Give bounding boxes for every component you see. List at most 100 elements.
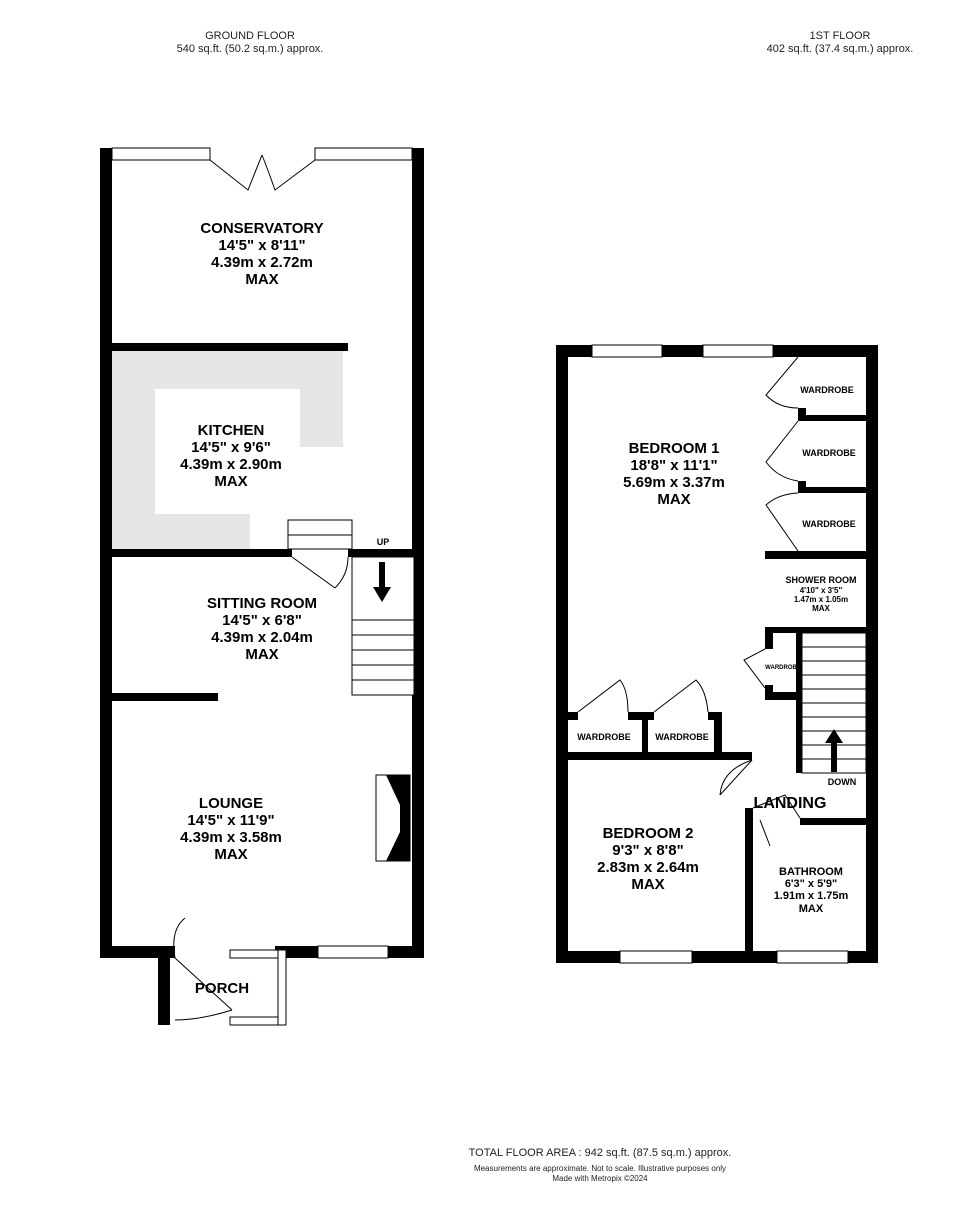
wall xyxy=(388,946,424,958)
first-floor-header: 1ST FLOOR 402 sq.ft. (37.4 sq.m.) approx… xyxy=(740,30,940,56)
door xyxy=(291,556,349,589)
landing-walls xyxy=(745,808,868,955)
room-size-imperial: 18'8" x 11'1" xyxy=(630,457,717,474)
room-size-imperial: 14'5" x 6'8" xyxy=(222,612,302,629)
room-size-metric: 5.69m x 3.37m xyxy=(623,474,725,491)
staircase xyxy=(351,556,415,696)
room-size-metric: 4.39m x 3.58m xyxy=(180,829,282,846)
wall xyxy=(112,343,348,351)
room-name: LOUNGE xyxy=(199,795,263,812)
up-label: UP xyxy=(377,537,390,547)
room-landing: LANDING xyxy=(754,795,827,812)
wall xyxy=(112,549,292,557)
room-bathroom: BATHROOM 6'3" x 5'9" 1.91m x 1.75m MAX xyxy=(774,866,849,915)
wall xyxy=(556,345,592,357)
ground-floor-title: GROUND FLOOR xyxy=(205,30,295,42)
wall xyxy=(773,345,878,357)
wardrobe-label-small: WARDROBE xyxy=(765,665,801,671)
room-size-metric: 4.39m x 2.90m xyxy=(180,456,282,473)
first-floor-plan xyxy=(556,344,878,964)
ground-floor-header: GROUND FLOOR 540 sq.ft. (50.2 sq.m.) app… xyxy=(150,30,350,56)
staircase xyxy=(801,632,867,774)
room-size-metric: 4.39m x 2.72m xyxy=(211,254,313,271)
bottom-walls xyxy=(556,951,878,963)
room-size-metric: 4.39m x 2.04m xyxy=(211,629,313,646)
room-porch: PORCH xyxy=(195,980,249,997)
wall xyxy=(348,549,424,557)
wardrobe-door xyxy=(765,356,799,552)
wardrobe-label: WARDROBE xyxy=(802,519,856,529)
disclaimer: Measurements are approximate. Not to sca… xyxy=(473,1164,727,1173)
porch-window xyxy=(229,949,279,959)
window xyxy=(317,945,389,959)
window xyxy=(591,344,663,358)
room-max: MAX xyxy=(245,271,278,288)
room-bedroom-2: BEDROOM 2 9'3" x 8'8" 2.83m x 2.64m MAX xyxy=(597,825,699,893)
window xyxy=(619,950,693,964)
porch-window xyxy=(277,949,287,1026)
room-size-imperial: 9'3" x 8'8" xyxy=(612,842,683,859)
window xyxy=(776,950,849,964)
first-floor-title: 1ST FLOOR xyxy=(809,30,871,42)
fireplace xyxy=(375,774,411,862)
room-size-imperial: 6'3" x 5'9" xyxy=(785,878,837,890)
credit: Made with Metropix ©2024 xyxy=(552,1174,648,1183)
room-size-imperial: 14'5" x 11'9" xyxy=(187,812,274,829)
first-floor-area: 402 sq.ft. (37.4 sq.m.) approx. xyxy=(766,43,914,55)
room-max: MAX xyxy=(812,604,830,613)
wardrobe-label: WARDROBE xyxy=(577,732,631,742)
room-lounge: LOUNGE 14'5" x 11'9" 4.39m x 3.58m MAX xyxy=(180,795,282,863)
wardrobe-label: WARDROBE xyxy=(802,448,856,458)
room-shower-room: SHOWER ROOM 4'10" x 3'5" 1.47m x 1.05m M… xyxy=(786,575,857,613)
room-name: SITTING ROOM xyxy=(207,595,317,612)
french-door xyxy=(209,154,316,191)
room-max: MAX xyxy=(657,491,690,508)
wall xyxy=(100,148,112,958)
wall xyxy=(100,946,175,958)
room-name: SHOWER ROOM xyxy=(786,575,857,585)
wall xyxy=(866,345,878,963)
room-max: MAX xyxy=(631,876,664,893)
door xyxy=(719,759,801,847)
room-name: BEDROOM 1 xyxy=(629,440,720,457)
room-conservatory: CONSERVATORY 14'5" x 8'11" 4.39m x 2.72m… xyxy=(200,220,323,288)
room-size-imperial: 14'5" x 8'11" xyxy=(218,237,305,254)
room-size-metric: 1.47m x 1.05m xyxy=(794,595,848,604)
room-max: MAX xyxy=(245,646,278,663)
ground-floor-area: 540 sq.ft. (50.2 sq.m.) approx. xyxy=(176,43,324,55)
arrow-up-icon xyxy=(825,729,843,743)
wardrobe-label: WARDROBE xyxy=(800,385,854,395)
wall xyxy=(556,345,568,963)
wardrobe-door xyxy=(577,679,709,713)
ground-floor-plan: UP xyxy=(100,147,424,1026)
down-label: DOWN xyxy=(828,777,857,787)
wall xyxy=(158,958,170,1025)
room-size-imperial: 4'10" x 3'5" xyxy=(800,586,843,595)
room-size-metric: 1.91m x 1.75m xyxy=(774,890,849,902)
room-max: MAX xyxy=(799,903,824,915)
room-bedroom-1: BEDROOM 1 18'8" x 11'1" 5.69m x 3.37m MA… xyxy=(623,440,725,508)
kitchen-counter xyxy=(112,351,343,549)
wardrobe-door xyxy=(743,648,766,689)
window xyxy=(702,344,774,358)
window xyxy=(314,147,413,161)
door xyxy=(173,917,233,1021)
arrow-down-icon xyxy=(373,587,391,602)
room-name: CONSERVATORY xyxy=(200,220,323,237)
porch-window xyxy=(229,1016,279,1026)
room-size-metric: 2.83m x 2.64m xyxy=(597,859,699,876)
room-name: KITCHEN xyxy=(198,422,265,439)
room-sitting-room: SITTING ROOM 14'5" x 6'8" 4.39m x 2.04m … xyxy=(207,595,317,663)
wardrobe-label: WARDROBE xyxy=(655,732,709,742)
bottom-wardrobe-walls xyxy=(568,712,752,760)
wall xyxy=(112,693,218,701)
wardrobe-walls xyxy=(765,408,868,559)
shower-room-walls xyxy=(765,627,868,773)
room-name: BATHROOM xyxy=(779,866,843,878)
room-max: MAX xyxy=(214,846,247,863)
wall xyxy=(662,345,703,357)
room-kitchen: KITCHEN 14'5" x 9'6" 4.39m x 2.90m MAX xyxy=(180,422,282,490)
window xyxy=(111,147,211,161)
total-floor-area: TOTAL FLOOR AREA : 942 sq.ft. (87.5 sq.m… xyxy=(468,1147,732,1159)
